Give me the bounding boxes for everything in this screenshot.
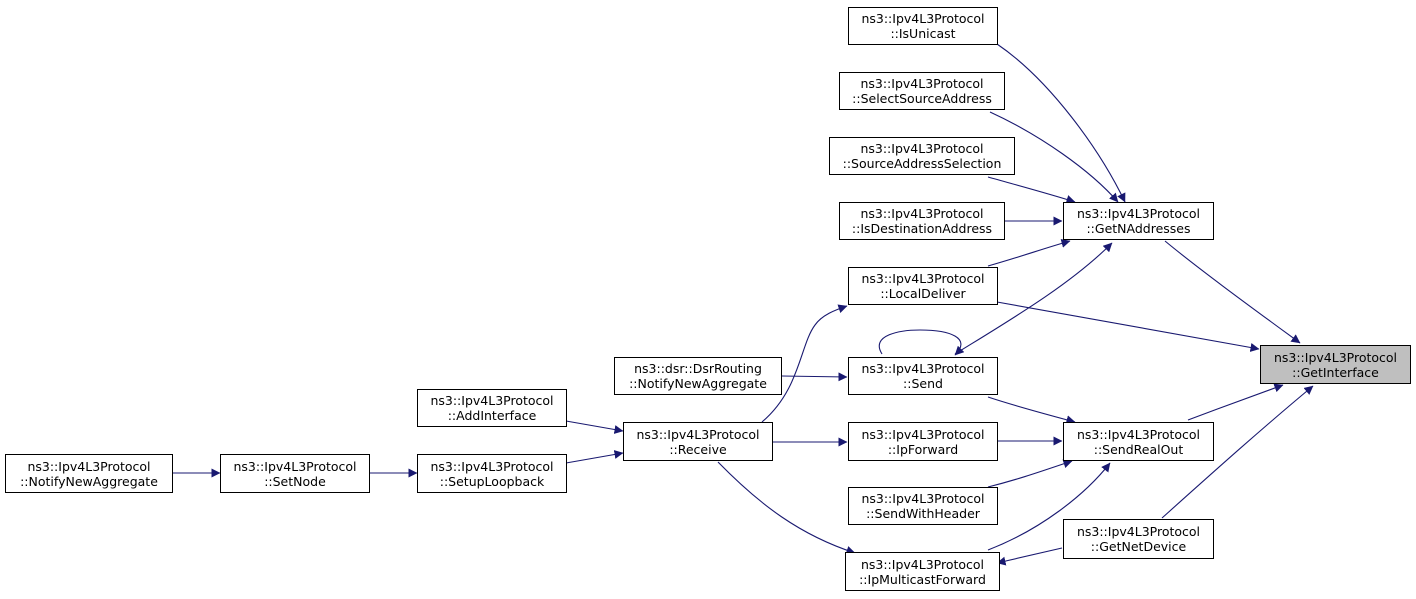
node-get-net-device-line1: ns3::Ipv4L3Protocol [1076, 524, 1201, 539]
edge-send-sendrealout [987, 396, 1076, 425]
node-add-interface-line2: ::AddInterface [447, 408, 537, 423]
node-receive-line2: ::Receive [669, 441, 727, 457]
node-add-interface-line1: ns3::Ipv4L3Protocol [430, 393, 554, 408]
node-receive[interactable]: ns3::Ipv4L3Protocol ::Receive [623, 422, 773, 461]
edge-sourceselection-getnaddresses [987, 176, 1076, 204]
edge-localdeliver-getinterface [996, 301, 1260, 352]
node-send-real-out-line2: ::SendRealOut [1093, 441, 1184, 457]
node-local-deliver-line2: ::LocalDeliver [880, 286, 966, 301]
node-is-destination-address-line2: ::IsDestinationAddress [851, 221, 993, 236]
node-dsr-notify-new-aggregate-line1: ns3::dsr::DsrRouting [634, 361, 762, 376]
node-set-node-line2: ::SetNode [264, 473, 326, 489]
edge-send-send [878, 329, 965, 356]
node-ip-forward-line2: ::IpForward [887, 441, 959, 457]
node-select-source-address-line1: ns3::Ipv4L3Protocol [860, 76, 984, 91]
node-notify-new-aggregate[interactable]: ns3::Ipv4L3Protocol ::NotifyNewAggregate [5, 454, 173, 493]
node-get-net-device-line2: ::GetNetDevice [1090, 539, 1187, 554]
node-get-net-device[interactable]: ns3::Ipv4L3Protocol ::GetNetDevice [1063, 519, 1214, 559]
node-notify-new-aggregate-line1: ns3::Ipv4L3Protocol [27, 458, 151, 474]
edge-localdeliver-getnaddresses [987, 238, 1071, 267]
node-dsr-notify-new-aggregate-line2: ::NotifyNewAggregate [629, 376, 767, 391]
node-get-n-addresses[interactable]: ns3::Ipv4L3Protocol ::GetNAddresses [1063, 202, 1214, 240]
node-local-deliver-line1: ns3::Ipv4L3Protocol [861, 271, 985, 286]
node-dsr-notify-new-aggregate[interactable]: ns3::dsr::DsrRouting ::NotifyNewAggregat… [614, 357, 782, 395]
node-is-unicast-line1: ns3::Ipv4L3Protocol [861, 11, 985, 26]
node-add-interface[interactable]: ns3::Ipv4L3Protocol ::AddInterface [417, 389, 567, 427]
node-setup-loopback-line1: ns3::Ipv4L3Protocol [430, 458, 554, 474]
node-source-address-selection[interactable]: ns3::Ipv4L3Protocol ::SourceAddressSelec… [829, 137, 1015, 175]
node-local-deliver[interactable]: ns3::Ipv4L3Protocol ::LocalDeliver [848, 267, 998, 305]
node-is-destination-address-line1: ns3::Ipv4L3Protocol [860, 206, 984, 221]
node-set-node[interactable]: ns3::Ipv4L3Protocol ::SetNode [220, 454, 370, 493]
node-send-line1: ns3::Ipv4L3Protocol [861, 361, 985, 376]
node-get-n-addresses-line1: ns3::Ipv4L3Protocol [1076, 206, 1201, 221]
node-source-address-selection-line1: ns3::Ipv4L3Protocol [860, 141, 984, 156]
node-ip-multicast-forward[interactable]: ns3::Ipv4L3Protocol ::IpMulticastForward [845, 552, 1000, 591]
node-send-real-out[interactable]: ns3::Ipv4L3Protocol ::SendRealOut [1063, 422, 1214, 461]
node-send[interactable]: ns3::Ipv4L3Protocol ::Send [848, 357, 998, 395]
node-ip-forward[interactable]: ns3::Ipv4L3Protocol ::IpForward [848, 422, 998, 461]
edge-send-getnaddresses [954, 242, 1113, 355]
node-send-with-header-line2: ::SendWithHeader [866, 506, 980, 521]
node-set-node-line1: ns3::Ipv4L3Protocol [233, 458, 357, 474]
edge-getnetdevice-getinterface [1161, 385, 1314, 519]
node-setup-loopback-line2: ::SetupLoopback [439, 473, 545, 489]
node-receive-line1: ns3::Ipv4L3Protocol [636, 426, 760, 442]
node-send-line2: ::Send [903, 376, 943, 391]
node-is-destination-address[interactable]: ns3::Ipv4L3Protocol ::IsDestinationAddre… [839, 202, 1005, 240]
edge-receive-ipmcast [717, 461, 856, 555]
node-get-interface: ns3::Ipv4L3Protocol ::GetInterface [1260, 345, 1411, 384]
edge-getnetdevice-ipmcast [996, 547, 1063, 566]
edge-selectsource-getnaddresses [989, 111, 1119, 203]
edge-ipmcast-sendrealout [987, 462, 1111, 551]
node-setup-loopback[interactable]: ns3::Ipv4L3Protocol ::SetupLoopback [417, 454, 567, 493]
edge-sendrealout-getinterface [1187, 383, 1284, 421]
node-ip-multicast-forward-line2: ::IpMulticastForward [859, 571, 986, 587]
node-is-unicast[interactable]: ns3::Ipv4L3Protocol ::IsUnicast [848, 7, 998, 45]
node-notify-new-aggregate-line2: ::NotifyNewAggregate [20, 473, 158, 489]
node-ip-forward-line1: ns3::Ipv4L3Protocol [861, 426, 985, 442]
node-send-with-header[interactable]: ns3::Ipv4L3Protocol ::SendWithHeader [848, 487, 998, 525]
edge-receive-localdeliver [761, 304, 848, 423]
node-get-interface-line2: ::GetInterface [1292, 364, 1379, 380]
edge-addinterface-receive [565, 420, 624, 434]
edge-sendwithheader-sendrealout [987, 459, 1073, 488]
node-get-n-addresses-line2: ::GetNAddresses [1086, 221, 1191, 236]
edge-setuploopback-receive [565, 450, 624, 464]
edge-isunicast-getnaddresses [996, 43, 1126, 203]
node-get-interface-line1: ns3::Ipv4L3Protocol [1273, 349, 1398, 365]
node-select-source-address[interactable]: ns3::Ipv4L3Protocol ::SelectSourceAddres… [839, 72, 1005, 110]
node-send-real-out-line1: ns3::Ipv4L3Protocol [1076, 426, 1201, 442]
edge-dsrnotify-send [781, 372, 848, 382]
node-ip-multicast-forward-line1: ns3::Ipv4L3Protocol [860, 556, 985, 572]
node-is-unicast-line2: ::IsUnicast [890, 26, 956, 41]
node-source-address-selection-line2: ::SourceAddressSelection [842, 156, 1002, 171]
node-send-with-header-line1: ns3::Ipv4L3Protocol [861, 491, 985, 506]
edge-getnaddresses-getinterface [1164, 240, 1301, 344]
node-select-source-address-line2: ::SelectSourceAddress [852, 91, 992, 106]
